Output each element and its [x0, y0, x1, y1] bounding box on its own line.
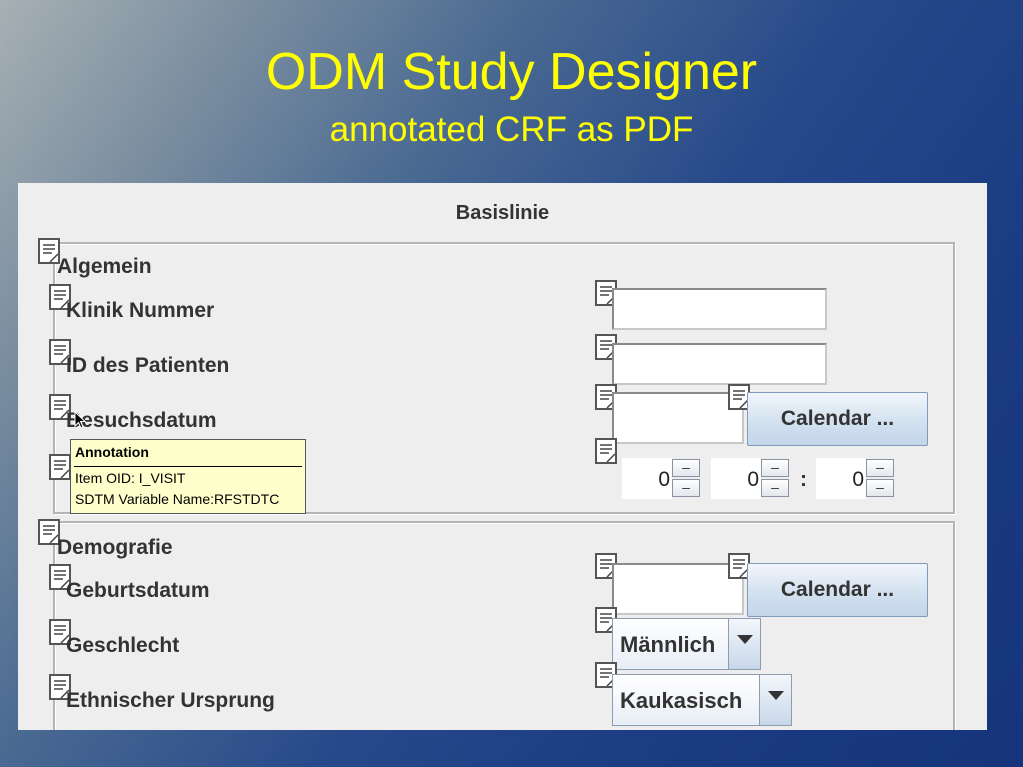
minute-input[interactable] — [711, 458, 761, 499]
slide-title: ODM Study Designer — [265, 43, 758, 101]
annotation-note-icon[interactable] — [49, 564, 71, 590]
slide-subtitle: annotated CRF as PDF — [329, 110, 694, 149]
geburtsdatum-calendar-button[interactable]: Calendar ... — [747, 563, 928, 617]
geburtsdatum-input[interactable] — [612, 563, 744, 615]
id-des-patienten-input[interactable] — [612, 343, 827, 385]
annotation-note-icon[interactable] — [49, 674, 71, 700]
field-label-geschlecht: Geschlecht — [66, 634, 180, 657]
tooltip-item-oid: Item OID: I_VISIT — [75, 470, 186, 486]
section-algemein — [53, 242, 955, 514]
second-spinner[interactable]: – – — [866, 459, 894, 499]
section-label-algemein: Algemein — [57, 255, 152, 278]
annotation-note-icon[interactable] — [49, 284, 71, 310]
section-label-demografie: Demografie — [57, 536, 173, 559]
spinner-up-icon[interactable]: – — [672, 459, 700, 477]
ethnischer-ursprung-select[interactable]: Kaukasisch — [612, 674, 792, 726]
chevron-down-icon[interactable] — [759, 675, 791, 725]
field-label-id-des-patienten: ID des Patienten — [66, 354, 230, 377]
spinner-down-icon[interactable]: – — [672, 479, 700, 497]
time-separator: : — [800, 468, 807, 491]
geschlecht-selected-value: Männlich — [620, 632, 716, 657]
klinik-nummer-input[interactable] — [612, 288, 827, 330]
annotation-note-icon[interactable] — [49, 394, 71, 420]
hour-spinner[interactable]: – – — [672, 459, 700, 499]
ethnischer-ursprung-selected-value: Kaukasisch — [620, 688, 743, 713]
spinner-down-icon[interactable]: – — [866, 479, 894, 497]
form-title: Basislinie — [455, 202, 550, 224]
annotation-note-icon[interactable] — [49, 339, 71, 365]
annotation-tooltip: Annotation Item OID: I_VISIT SDTM Variab… — [70, 439, 306, 514]
tooltip-sdtm-variable: SDTM Variable Name:RFSTDTC — [75, 491, 280, 507]
chevron-down-icon[interactable] — [728, 619, 760, 669]
field-label-geburtsdatum: Geburtsdatum — [66, 579, 210, 602]
spinner-down-icon[interactable]: – — [761, 479, 789, 497]
second-input[interactable] — [816, 458, 866, 499]
annotation-note-icon[interactable] — [595, 438, 617, 464]
besuchsdatum-input[interactable] — [612, 392, 744, 444]
crf-form-panel: Basislinie Algemein Klinik Nummer ID des… — [18, 183, 987, 730]
hour-input[interactable] — [622, 458, 672, 499]
minute-value: 0 — [747, 468, 759, 491]
annotation-note-icon[interactable] — [38, 519, 60, 545]
geschlecht-select[interactable]: Männlich — [612, 618, 761, 670]
annotation-note-icon[interactable] — [595, 553, 617, 579]
annotation-note-icon[interactable] — [49, 454, 71, 480]
hour-value: 0 — [658, 468, 670, 491]
tooltip-divider — [74, 466, 302, 467]
spinner-up-icon[interactable]: – — [866, 459, 894, 477]
second-value: 0 — [852, 468, 864, 491]
minute-spinner[interactable]: – – — [761, 459, 789, 499]
field-label-klinik-nummer: Klinik Nummer — [66, 299, 215, 322]
tooltip-heading: Annotation — [75, 444, 149, 460]
field-label-besuchsdatum: Besuchsdatum — [66, 409, 217, 432]
annotation-note-icon[interactable] — [38, 238, 60, 264]
annotation-note-icon[interactable] — [49, 619, 71, 645]
field-label-ethnischer-ursprung: Ethnischer Ursprung — [66, 689, 275, 712]
mouse-pointer-icon — [74, 411, 86, 429]
spinner-up-icon[interactable]: – — [761, 459, 789, 477]
besuchsdatum-calendar-button[interactable]: Calendar ... — [747, 392, 928, 446]
